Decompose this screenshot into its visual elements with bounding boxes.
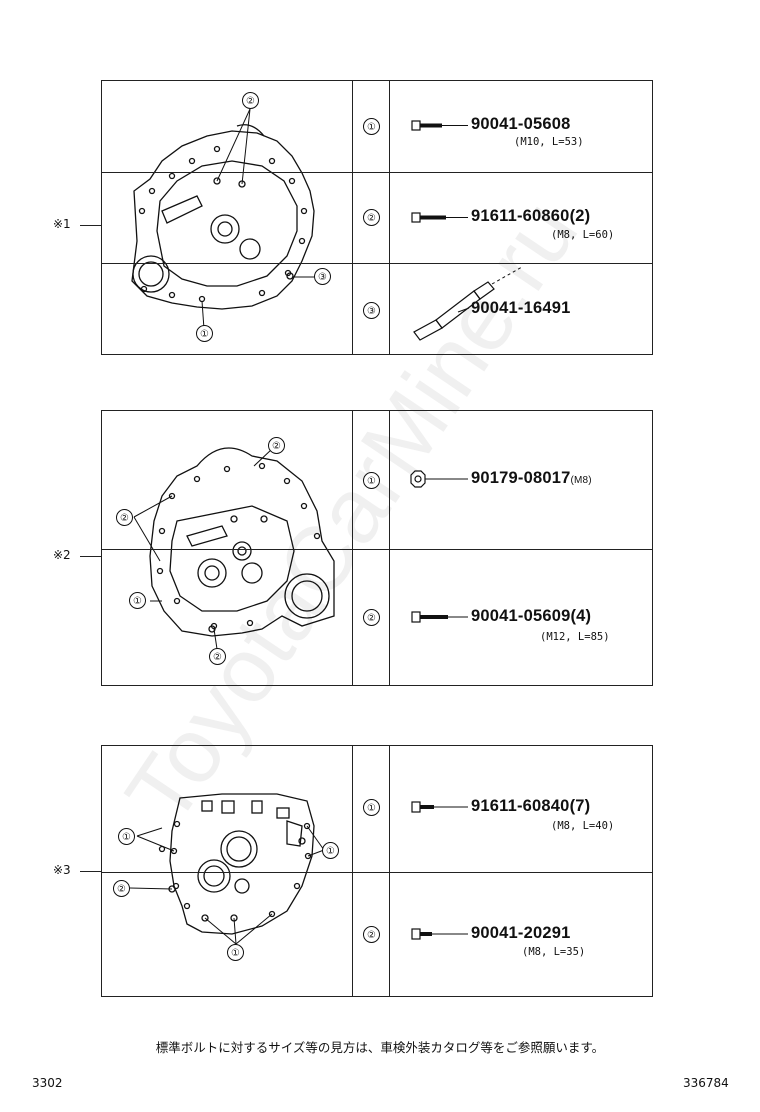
part-number: 90041-05608 (471, 115, 571, 133)
part-number: 91611-60860(2) (471, 207, 591, 225)
bolt-icon (411, 801, 468, 813)
callout-1: ① (129, 592, 146, 609)
bolt-icon (411, 120, 468, 131)
stud-icon (413, 266, 523, 341)
housing-drawing-1: ② ③ ① (102, 81, 353, 354)
part-spec: (M8, L=40) (551, 820, 615, 832)
part-index: ③ (363, 302, 380, 319)
fastener-panel-2: ② ② ① ② ① 90179-08017(M8) ② 90041-0560 (101, 410, 653, 686)
part-number: 90041-05609(4) (471, 607, 592, 625)
callout-1: ① (118, 828, 135, 845)
fastener-panel-1: ② ③ ① ① 90041-05608 (M10, L=53) ② 91611-… (101, 80, 653, 355)
bolt-icon (411, 212, 468, 223)
group-ref-2: ※2 (53, 548, 71, 562)
callout-1: ① (196, 325, 213, 342)
housing-drawing-3: ① ① ② ① (102, 746, 353, 996)
part-index: ② (363, 209, 380, 226)
housing-illustration-2 (133, 447, 335, 650)
part-spec: (M12, L=85) (540, 631, 610, 643)
part-row: ② 91611-60860(2) (M8, L=60) (102, 172, 652, 263)
nut-icon (410, 470, 468, 488)
part-row: ② 90041-05609(4) (M12, L=85) (102, 549, 652, 685)
index-column-3 (353, 746, 390, 996)
group-ref-leader-1 (80, 225, 101, 226)
callout-2: ② (113, 880, 130, 897)
footer-note: 標準ボルトに対するサイズ等の見方は、車検外装カタログ等をご参照願います。 (155, 1040, 605, 1055)
callout-3: ③ (314, 268, 331, 285)
page-code-right: 336784 (683, 1076, 729, 1090)
housing-illustration-1 (131, 108, 315, 330)
part-row: ① 90179-08017(M8) (102, 411, 652, 549)
callout-2: ② (116, 509, 133, 526)
page-code-left: 3302 (32, 1076, 63, 1090)
part-spec: (M10, L=53) (514, 136, 584, 148)
fastener-panel-3: ① ① ② ① ① 91611-60840(7) (M8, L=40) ② 90… (101, 745, 653, 997)
part-spec: (M8, L=35) (522, 946, 586, 958)
callout-2: ② (242, 92, 259, 109)
callout-1: ① (227, 944, 244, 961)
part-row: ① 90041-05608 (M10, L=53) (102, 81, 652, 172)
part-number: 91611-60840(7) (471, 797, 591, 815)
index-column-2 (353, 411, 390, 685)
bolt-icon (411, 928, 468, 940)
part-number: 90041-20291 (471, 924, 571, 942)
part-row: ② 90041-20291 (M8, L=35) (102, 872, 652, 996)
part-row: ① 91611-60840(7) (M8, L=40) (102, 746, 652, 872)
part-index: ① (363, 799, 380, 816)
callout-2: ② (268, 437, 285, 454)
callout-2: ② (209, 648, 226, 665)
part-number: 90179-08017(M8) (471, 469, 592, 487)
housing-illustration-3 (129, 793, 325, 945)
group-ref-leader-3 (80, 871, 101, 872)
part-number: 90041-16491 (471, 299, 571, 317)
callout-1: ① (322, 842, 339, 859)
housing-drawing-2: ② ② ① ② (102, 411, 353, 685)
group-ref-3: ※3 (53, 863, 71, 877)
part-index: ② (363, 926, 380, 943)
group-ref-leader-2 (80, 556, 101, 557)
part-index: ① (363, 118, 380, 135)
group-ref-1: ※1 (53, 217, 71, 231)
bolt-icon (411, 611, 468, 623)
part-index: ② (363, 609, 380, 626)
part-index: ① (363, 472, 380, 489)
index-column-1 (353, 81, 390, 354)
part-spec: (M8, L=60) (551, 229, 615, 241)
part-row: ③ 90041-16491 (102, 263, 652, 354)
